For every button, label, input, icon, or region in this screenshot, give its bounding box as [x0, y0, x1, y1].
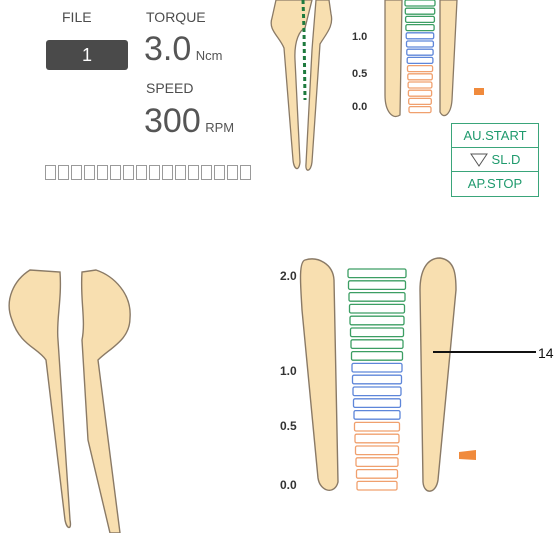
gauge-bar — [405, 8, 434, 14]
gauge-bar — [354, 399, 401, 408]
gauge-bar — [406, 33, 434, 39]
gauge-bar — [351, 328, 404, 337]
gauge-bar — [355, 434, 399, 443]
small-scale-0-5: 0.5 — [352, 68, 367, 80]
gauge-bar — [408, 74, 433, 80]
gauge-bar — [351, 340, 403, 349]
large-apex-marker — [459, 450, 476, 460]
gauge-bar — [356, 446, 399, 455]
gauge-bar — [355, 422, 400, 431]
callout-number: 14 — [538, 345, 554, 361]
gauge-bar — [408, 90, 431, 96]
gauge-bar — [407, 49, 433, 55]
gauge-bar — [406, 25, 434, 31]
gauge-bar — [405, 0, 435, 6]
gauge-bar — [352, 352, 403, 361]
gauge-bar — [356, 458, 398, 467]
gauge-bar — [352, 363, 402, 372]
large-scale-0-0: 0.0 — [280, 478, 297, 492]
large-tooth — [9, 270, 130, 533]
gauge-bar — [354, 411, 400, 420]
gauge-bar — [357, 470, 398, 479]
gauge-bar — [350, 304, 405, 313]
gauge-bar — [407, 41, 434, 47]
large-scale-1-0: 1.0 — [280, 364, 297, 378]
gauge-bar — [349, 293, 405, 302]
small-scale-0-0: 0.0 — [352, 101, 367, 113]
large-scale-2-0: 2.0 — [280, 269, 297, 283]
large-scale-0-5: 0.5 — [280, 419, 297, 433]
gauge-bar — [350, 316, 404, 325]
file-instrument — [303, 0, 305, 100]
small-apex-gauge: 1.0 0.5 0.0 — [352, 0, 484, 116]
gauge-bar — [353, 375, 402, 384]
gauge-bar — [408, 66, 433, 72]
gauge-bar — [357, 481, 397, 490]
gauge-bar — [409, 98, 432, 104]
large-apex-gauge: 2.0 1.0 0.5 0.0 14 — [280, 258, 554, 492]
gauge-bar — [349, 281, 406, 290]
gauge-bar — [408, 82, 432, 88]
gauge-bar — [409, 107, 431, 113]
small-scale-1-0: 1.0 — [352, 31, 367, 43]
small-apex-marker — [474, 88, 484, 95]
small-tooth-with-file — [271, 0, 332, 173]
gauge-bar — [348, 269, 406, 278]
gauge-bar — [353, 387, 401, 396]
gauge-bar — [406, 16, 435, 22]
gauge-bar — [407, 57, 433, 63]
